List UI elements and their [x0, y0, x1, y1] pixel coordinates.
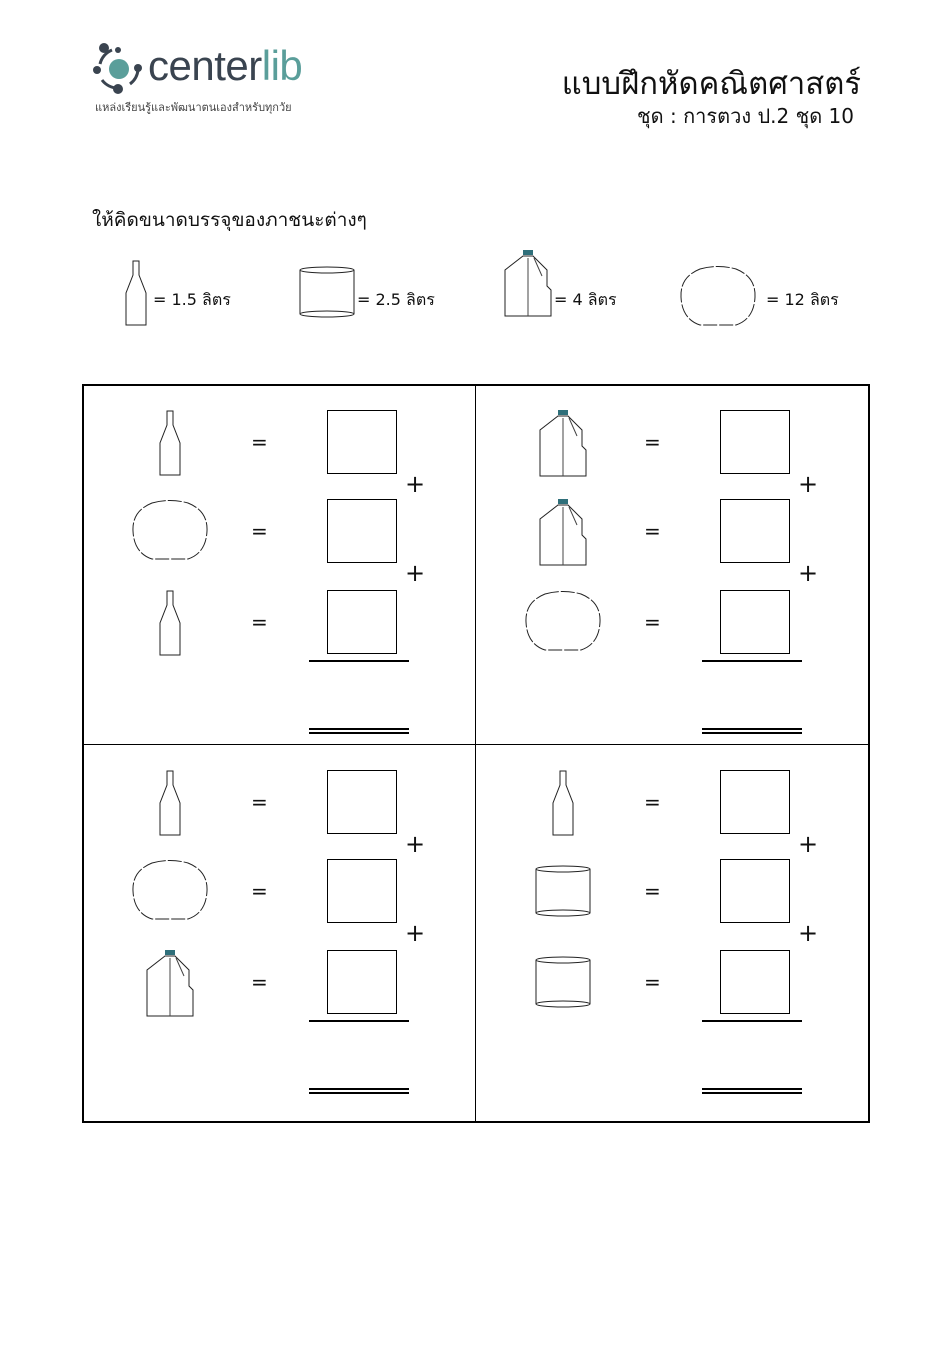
logo-tagline: แหล่งเรียนรู้และพัฒนาตนเองสำหรับทุกวัย	[95, 101, 292, 114]
answer-box[interactable]	[720, 859, 790, 923]
equals-sign: =	[644, 879, 661, 903]
plus-sign: +	[798, 470, 819, 498]
answer-box[interactable]	[327, 859, 397, 923]
sum-line	[309, 1020, 409, 1022]
grid-divider-vertical	[475, 384, 476, 1121]
sum-line	[309, 660, 409, 662]
equals-sign: =	[251, 519, 268, 543]
legend-label: = 12 ลิตร	[766, 290, 839, 309]
sum-line	[702, 1020, 802, 1022]
answer-box[interactable]	[720, 410, 790, 474]
plus-sign: +	[405, 919, 426, 947]
equals-sign: =	[251, 430, 268, 454]
equals-sign: =	[251, 610, 268, 634]
answer-box[interactable]	[720, 499, 790, 563]
total-line[interactable]	[309, 1088, 409, 1094]
equals-sign: =	[644, 430, 661, 454]
problem-grid	[82, 384, 870, 1123]
equals-sign: =	[251, 879, 268, 903]
legend-label: = 1.5 ลิตร	[153, 290, 231, 309]
plus-sign: +	[405, 470, 426, 498]
answer-box[interactable]	[720, 770, 790, 834]
total-line[interactable]	[702, 1088, 802, 1094]
total-line[interactable]	[309, 728, 409, 734]
answer-box[interactable]	[327, 410, 397, 474]
answer-box[interactable]	[327, 770, 397, 834]
answer-box[interactable]	[327, 950, 397, 1014]
instruction: ให้คิดขนาดบรรจุของภาชนะต่างๆ	[92, 209, 367, 231]
equals-sign: =	[644, 519, 661, 543]
logo-text: centerlib	[148, 42, 303, 89]
plus-sign: +	[405, 830, 426, 858]
answer-box[interactable]	[327, 499, 397, 563]
equals-sign: =	[251, 970, 268, 994]
answer-box[interactable]	[720, 590, 790, 654]
plus-sign: +	[798, 830, 819, 858]
page-subtitle: ชุด : การตวง ป.2 ชุด 10	[637, 104, 854, 128]
equals-sign: =	[251, 790, 268, 814]
sum-line	[702, 660, 802, 662]
page-title: แบบฝึกหัดคณิตศาสตร์	[561, 66, 861, 102]
answer-box[interactable]	[327, 590, 397, 654]
total-line[interactable]	[702, 728, 802, 734]
grid-divider-horizontal	[82, 744, 868, 745]
equals-sign: =	[644, 610, 661, 634]
plus-sign: +	[405, 559, 426, 587]
plus-sign: +	[798, 919, 819, 947]
logo-icon	[93, 43, 142, 94]
equals-sign: =	[644, 790, 661, 814]
answer-box[interactable]	[720, 950, 790, 1014]
equals-sign: =	[644, 970, 661, 994]
legend-label: = 2.5 ลิตร	[357, 290, 435, 309]
plus-sign: +	[798, 559, 819, 587]
legend-label: = 4 ลิตร	[554, 290, 617, 309]
